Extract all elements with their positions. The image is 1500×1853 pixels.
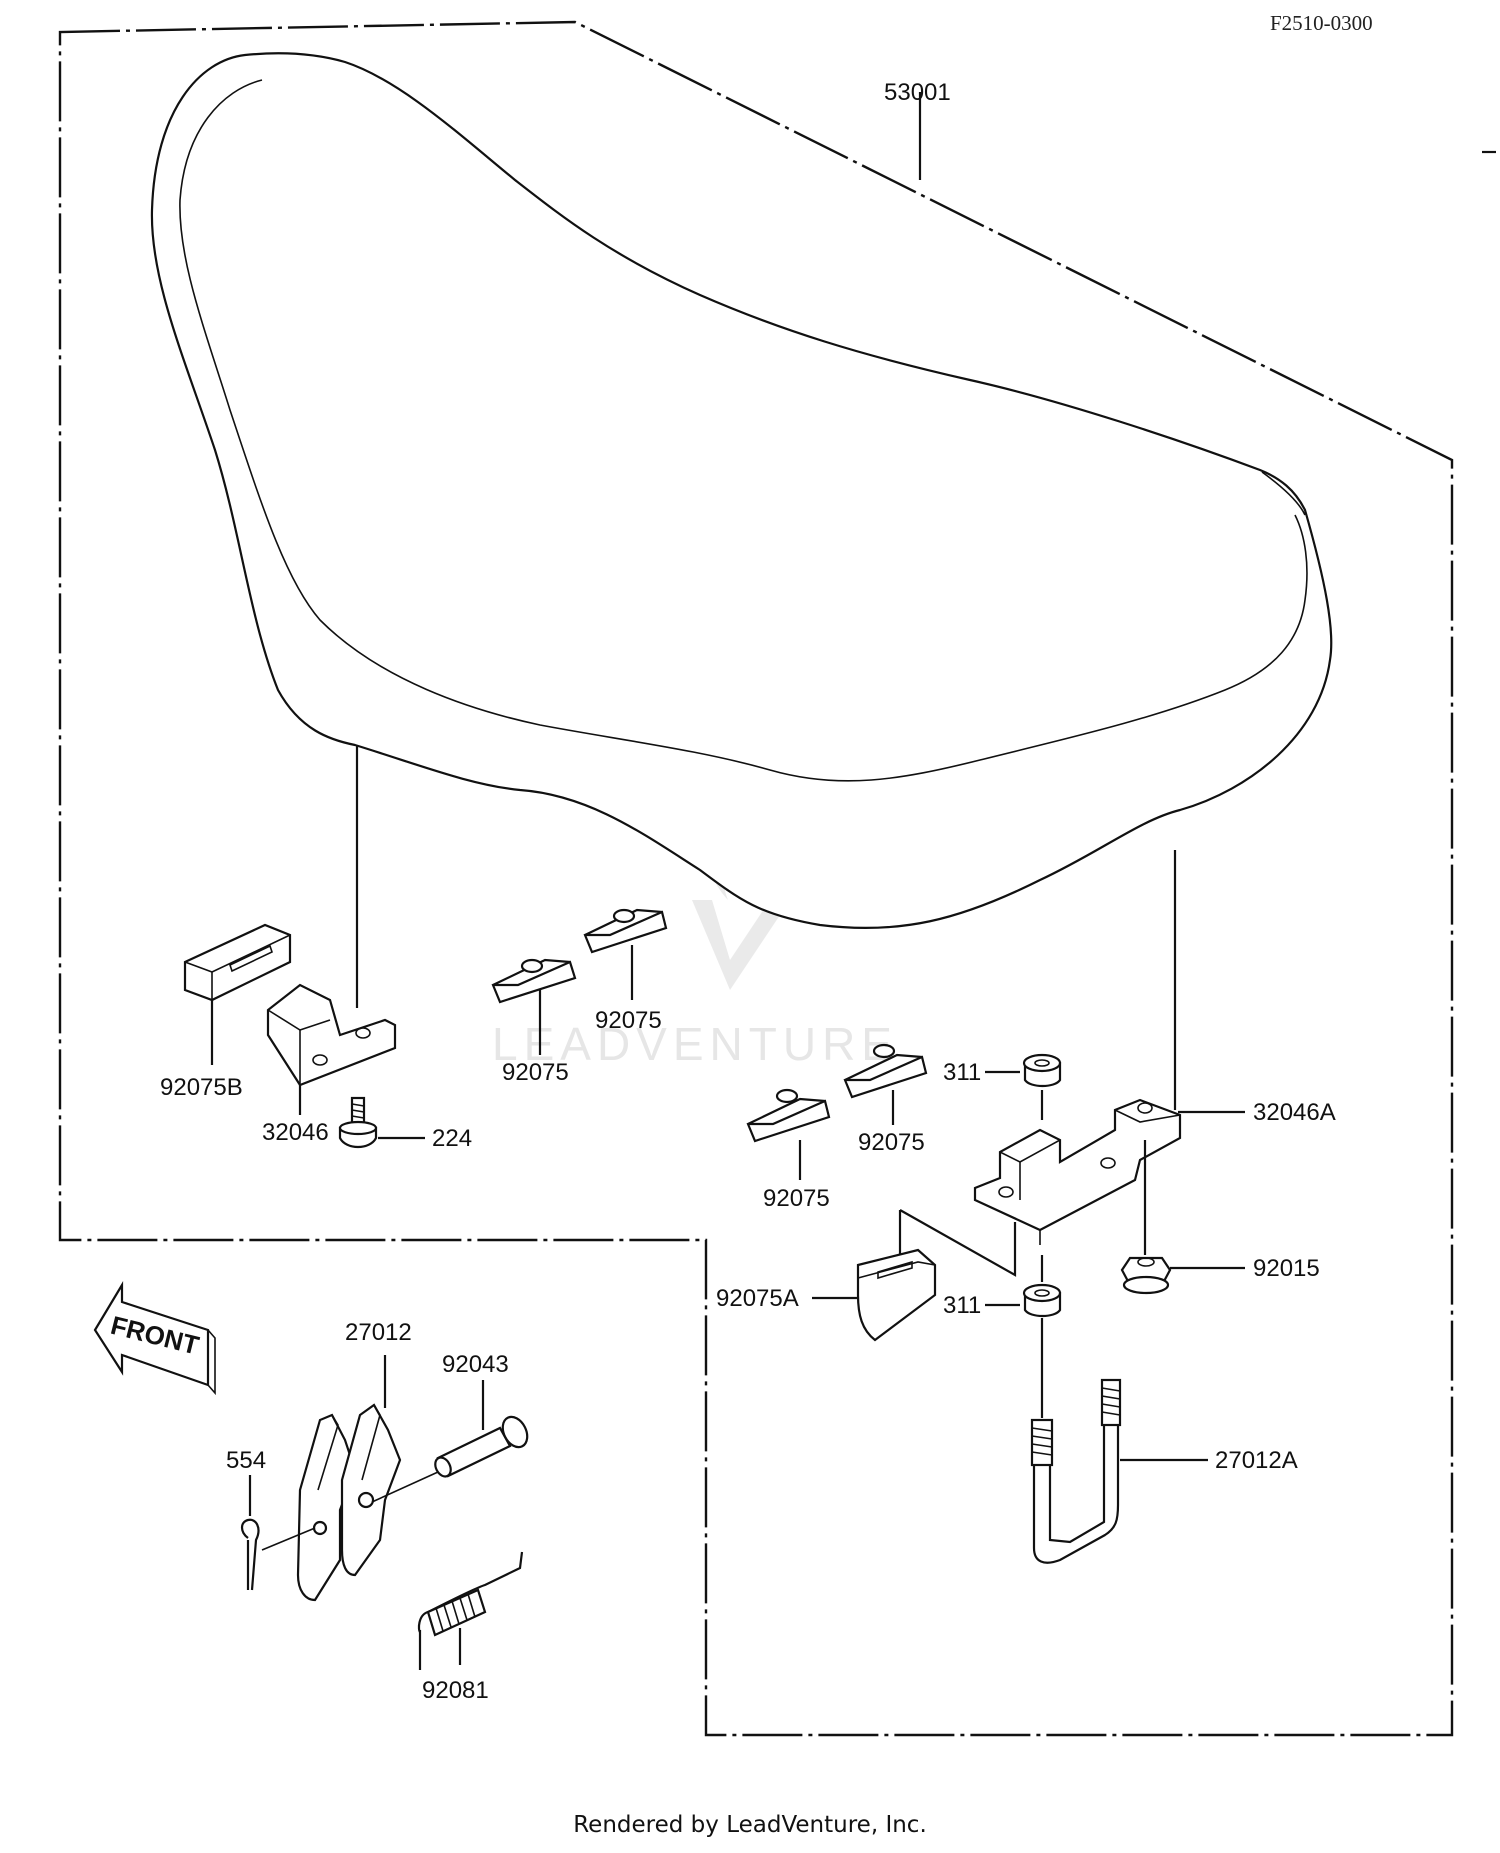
label-92075B: 92075B	[160, 1074, 243, 1101]
nut-311-bottom	[1022, 1283, 1062, 1318]
seat	[150, 52, 1333, 930]
label-53001: 53001	[884, 79, 951, 106]
spring-92081	[417, 1551, 524, 1670]
nut-311-top	[1022, 1053, 1062, 1088]
label-92075A: 92075A	[716, 1285, 799, 1312]
label-554: 554	[226, 1447, 266, 1474]
label-27012: 27012	[345, 1319, 412, 1346]
assembly-boundary	[58, 20, 1454, 1737]
bracket-32046A	[973, 1098, 1182, 1245]
pad-92075-a	[491, 958, 577, 1004]
label-92081: 92081	[422, 1677, 489, 1704]
rubber-block-92075B	[183, 923, 292, 1002]
bracket-32046	[266, 983, 397, 1087]
label-92075-b: 92075	[595, 1007, 662, 1034]
label-224: 224	[432, 1125, 472, 1152]
footer-credit: Rendered by LeadVenture, Inc.	[573, 1812, 927, 1838]
diagram-code: F2510-0300	[1270, 11, 1373, 35]
cotter-pin-554	[240, 1518, 260, 1591]
axis-554	[261, 1527, 316, 1551]
label-27012A: 27012A	[1215, 1447, 1298, 1474]
connect-92075A	[899, 1209, 1017, 1277]
label-92015: 92015	[1253, 1255, 1320, 1282]
pad-92075-c	[843, 1043, 928, 1099]
rubber-block-92075A	[856, 1248, 937, 1342]
hinge-27012	[296, 1403, 402, 1602]
u-bolt-27012A	[1030, 1378, 1122, 1564]
watermark-text: LEADVENTURE	[492, 1018, 898, 1070]
label-311-top: 311	[943, 1059, 981, 1086]
label-311-bottom: 311	[943, 1292, 981, 1319]
pad-92075-d	[746, 1088, 831, 1143]
bolt-224	[338, 1096, 378, 1149]
label-92075-d: 92075	[763, 1185, 830, 1212]
pad-92075-b	[583, 908, 668, 954]
front-arrow: FRONT	[93, 1281, 216, 1396]
label-32046: 32046	[262, 1119, 329, 1146]
pin-92043	[434, 1415, 529, 1478]
label-92075-c: 92075	[858, 1129, 925, 1156]
flange-nut-92015	[1120, 1256, 1172, 1295]
label-32046A: 32046A	[1253, 1099, 1336, 1126]
axis-92043	[371, 1471, 439, 1503]
label-92043: 92043	[442, 1351, 509, 1378]
label-92075-a: 92075	[502, 1059, 569, 1086]
